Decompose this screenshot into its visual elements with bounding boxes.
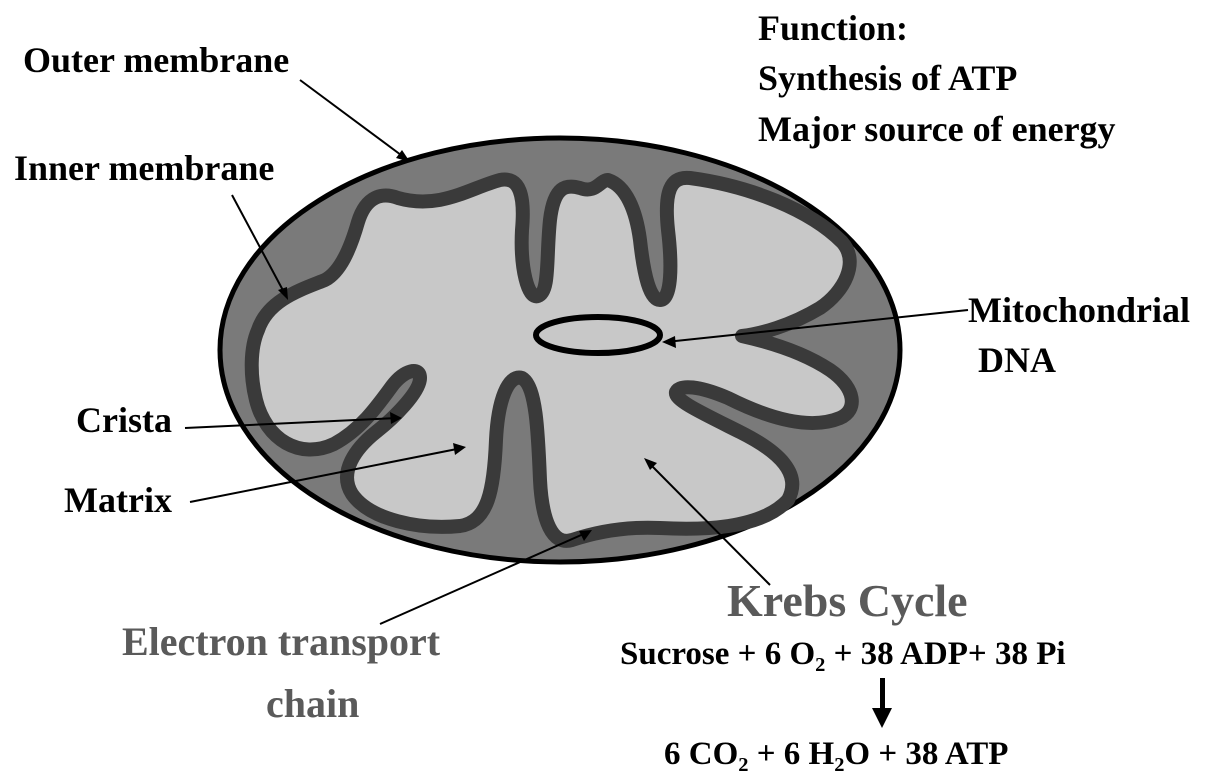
reaction-arrow-down-icon: [872, 678, 892, 728]
reactant-o2-sub: 2: [815, 654, 825, 676]
product-h2o-sub: 2: [834, 754, 844, 776]
label-crista: Crista: [76, 402, 172, 438]
label-matrix: Matrix: [64, 482, 172, 518]
reactant-plus: +: [738, 636, 757, 672]
krebs-title: Krebs Cycle: [727, 578, 968, 624]
krebs-reactants: Sucrose + 6 O2 + 38 ADP+ 38 Pi: [620, 638, 1066, 671]
function-line-atp: Synthesis of ATP: [758, 60, 1017, 96]
product-co2-sub: 2: [738, 754, 748, 776]
reactant-sucrose: Sucrose: [620, 636, 729, 672]
leader-outer-membrane: [300, 80, 405, 158]
function-heading: Function:: [758, 10, 908, 46]
label-mito-dna-line1: Mitochondrial: [968, 292, 1190, 328]
label-etc-line2: chain: [266, 684, 359, 724]
label-outer-membrane: Outer membrane: [23, 42, 289, 78]
reactant-o2: 6 O: [765, 636, 815, 672]
reactant-rest: + 38 ADP+ 38 Pi: [834, 636, 1066, 672]
label-mito-dna-line2: DNA: [978, 342, 1056, 378]
label-inner-membrane: Inner membrane: [14, 150, 274, 186]
label-etc-line1: Electron transport: [122, 622, 440, 662]
product-co2: 6 CO: [664, 736, 738, 772]
function-line-energy: Major source of energy: [758, 111, 1116, 147]
product-h2o-post: O +: [844, 736, 897, 772]
product-h2o-pre: + 6 H: [757, 736, 834, 772]
product-atp: 38 ATP: [905, 736, 1008, 772]
krebs-products: 6 CO2 + 6 H2O + 38 ATP: [664, 738, 1008, 771]
